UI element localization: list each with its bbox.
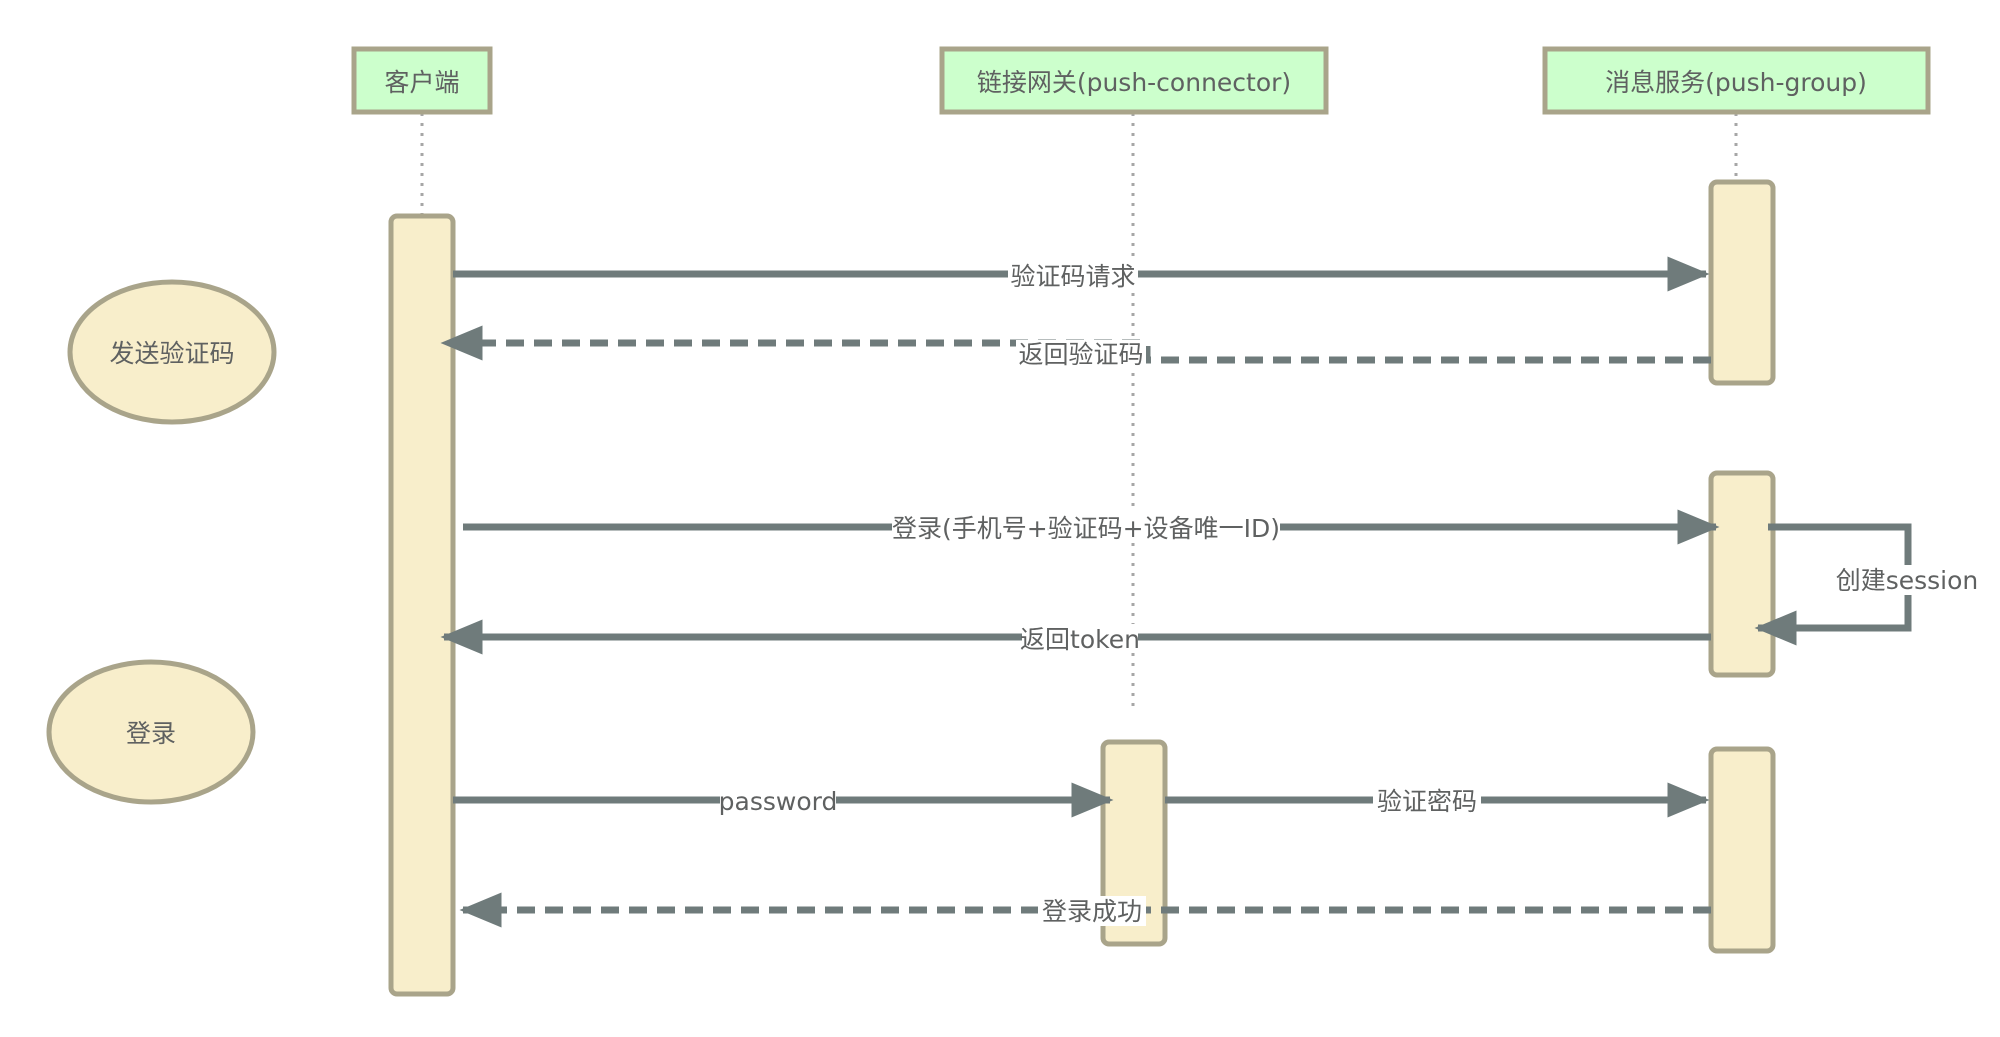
message-token-return-label: 返回token xyxy=(1020,625,1140,654)
note-send-code-label: 发送验证码 xyxy=(109,339,234,368)
message-login-success: 登录成功 xyxy=(459,892,1711,928)
message-login-request: 登录(手机号+验证码+设备唯一ID) xyxy=(463,509,1720,545)
message-create-session-label: 创建session xyxy=(1836,566,1979,595)
message-code-request: 验证码请求 xyxy=(453,256,1710,292)
participant-client-label: 客户端 xyxy=(384,68,459,97)
message-password: password xyxy=(453,782,1114,818)
activation-client xyxy=(388,213,456,997)
message-verify-password-label: 验证密码 xyxy=(1377,787,1477,816)
message-password-label: password xyxy=(719,787,838,816)
participant-client[interactable]: 客户端 xyxy=(351,46,493,115)
message-verify-password: 验证密码 xyxy=(1165,782,1710,818)
message-login-success-label: 登录成功 xyxy=(1042,897,1142,926)
participant-group[interactable]: 消息服务(push-group) xyxy=(1542,46,1931,115)
note-login-label: 登录 xyxy=(126,719,176,748)
message-code-return-arrow xyxy=(440,325,1711,364)
message-code-return-label: 返回验证码 xyxy=(1018,340,1143,369)
participant-connector-label: 链接网关(push-connector) xyxy=(977,68,1291,97)
activation-group-2 xyxy=(1708,470,1776,678)
message-login-request-label: 登录(手机号+验证码+设备唯一ID) xyxy=(892,514,1280,543)
note-login: 登录 xyxy=(46,659,256,805)
activation-connector xyxy=(1100,739,1168,947)
message-code-request-label: 验证码请求 xyxy=(1010,262,1135,291)
activation-group-3 xyxy=(1708,746,1776,954)
message-token-return: 返回token xyxy=(440,619,1711,655)
participant-group-label: 消息服务(push-group) xyxy=(1605,68,1867,97)
participant-connector[interactable]: 链接网关(push-connector) xyxy=(939,46,1329,115)
message-code-return: 返回验证码 xyxy=(440,325,1711,370)
activation-group-1 xyxy=(1708,179,1776,386)
message-create-session: 创建session xyxy=(1754,523,1979,646)
note-send-code: 发送验证码 xyxy=(67,279,277,425)
